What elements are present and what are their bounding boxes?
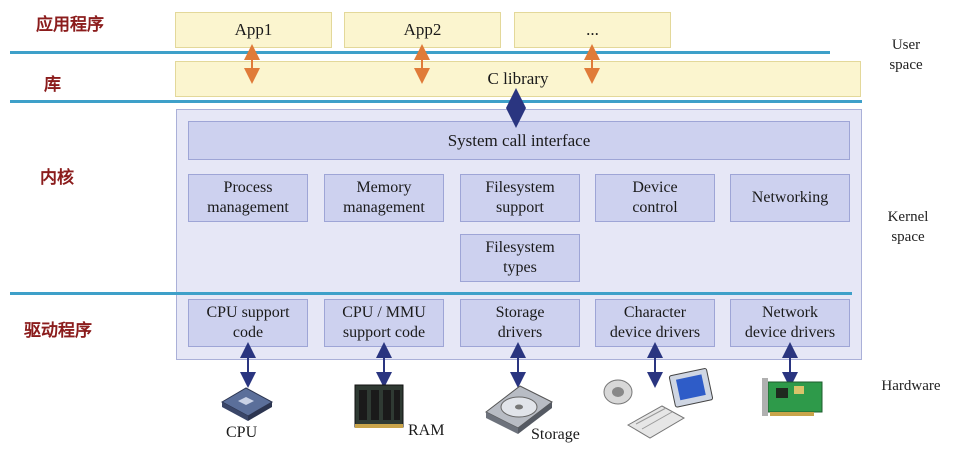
subsystem-device-line-1: Device <box>632 179 678 196</box>
kernel-space-label: Kernel space <box>868 207 948 247</box>
peripherals-icon <box>603 368 714 439</box>
subsystem-filesystem: Filesystem support <box>460 174 580 222</box>
app-more-box: ... <box>514 12 671 48</box>
user-space-line-2: space <box>889 57 923 73</box>
user-space-line-1: User <box>891 37 921 53</box>
driver-mmu-line-1: CPU / MMU <box>342 304 426 321</box>
driver-char-line-1: Character <box>623 304 687 321</box>
app2-box: App2 <box>344 12 501 48</box>
ram-module-icon <box>354 384 404 428</box>
filesystem-types-box: Filesystem types <box>460 234 580 282</box>
subsystem-networking: Networking <box>730 174 850 222</box>
fs-types-line-2: types <box>503 259 537 276</box>
subsystem-process: Process management <box>188 174 308 222</box>
layer-label-kernel: 内核 <box>40 168 74 188</box>
cpu-chip-icon <box>220 387 274 421</box>
fs-types-line-1: Filesystem <box>485 239 555 256</box>
divider-kernel-drivers <box>10 292 852 295</box>
driver-net-line-2: device drivers <box>744 324 836 341</box>
driver-storage: Storage drivers <box>460 299 580 347</box>
kernel-space-line-1: Kernel <box>887 209 929 225</box>
hardware-label: Hardware <box>881 378 941 394</box>
divider-library-kernel <box>10 100 862 103</box>
driver-cpu-mmu: CPU / MMU support code <box>324 299 444 347</box>
layer-label-drivers: 驱动程序 <box>24 321 92 341</box>
layer-label-library: 库 <box>44 75 61 95</box>
driver-network: Network device drivers <box>730 299 850 347</box>
subsystem-device-control: Device control <box>595 174 715 222</box>
driver-net-line-1: Network <box>762 304 818 321</box>
driver-storage-line-2: drivers <box>497 324 543 341</box>
subsystem-filesystem-line-1: Filesystem <box>485 179 555 196</box>
subsystem-memory: Memory management <box>324 174 444 222</box>
driver-mmu-line-2: support code <box>342 324 426 341</box>
hardware-label-cpu: CPU <box>226 424 258 441</box>
subsystem-memory-line-2: management <box>343 199 425 216</box>
user-space-label: User space <box>870 35 942 75</box>
driver-cpu-line-2: code <box>232 324 264 341</box>
driver-char-line-2: device drivers <box>609 324 701 341</box>
network-card-icon <box>762 378 823 416</box>
hard-disk-icon <box>485 385 553 434</box>
subsystem-memory-line-1: Memory <box>356 179 412 196</box>
subsystem-process-line-2: management <box>207 199 289 216</box>
driver-storage-line-1: Storage <box>495 304 545 321</box>
app1-box: App1 <box>175 12 332 48</box>
driver-cpu-line-1: CPU support <box>206 304 290 321</box>
driver-character: Character device drivers <box>595 299 715 347</box>
driver-cpu-support: CPU support code <box>188 299 308 347</box>
layer-label-apps: 应用程序 <box>36 15 104 35</box>
hardware-label-storage: Storage <box>531 426 580 443</box>
hardware-label-ram: RAM <box>408 422 445 439</box>
kernel-space-line-2: space <box>891 229 925 245</box>
subsystem-device-line-2: control <box>632 199 678 216</box>
subsystem-filesystem-line-2: support <box>496 199 544 216</box>
subsystem-process-line-1: Process <box>223 179 273 196</box>
